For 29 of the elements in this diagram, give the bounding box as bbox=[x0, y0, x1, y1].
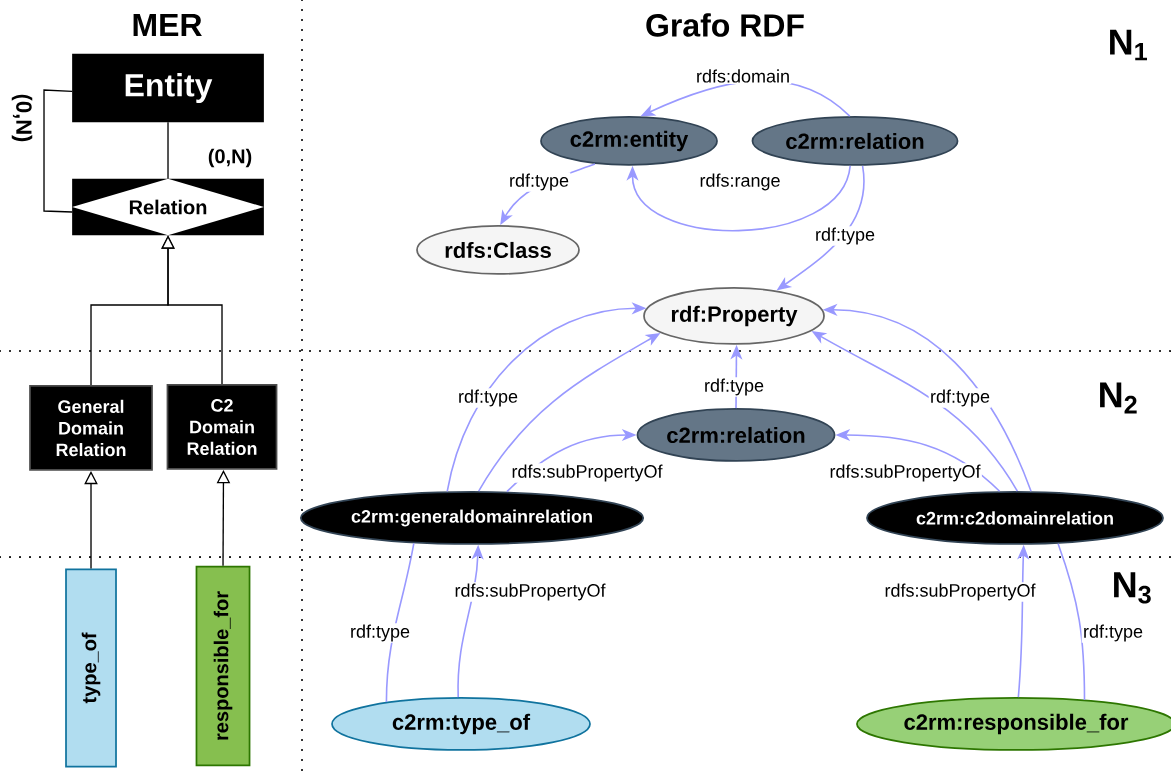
edge-label: rdf:type bbox=[928, 388, 992, 408]
edge-label: rdfs:subPropertyOf bbox=[510, 463, 664, 483]
edge-label: rdf:type bbox=[1081, 623, 1145, 643]
edge-label: rdf:type bbox=[507, 172, 571, 192]
edge-label: rdf:type bbox=[456, 388, 520, 408]
edge-label: rdfs:range bbox=[698, 172, 782, 192]
heading: Grafo RDF bbox=[646, 13, 804, 37]
entity-box: Entity bbox=[72, 53, 264, 123]
attribute-box: type_of bbox=[65, 568, 117, 768]
edge-label: rdf:type bbox=[348, 623, 412, 643]
level-label: N$_{1}$ bbox=[1110, 29, 1147, 61]
edge-label: rdfs:subPropertyOf bbox=[883, 582, 1037, 602]
connector-line bbox=[385, 542, 415, 703]
edge-label: rdfs:subPropertyOf bbox=[453, 582, 607, 602]
edge-label: (0,N) bbox=[206, 147, 254, 169]
edge-label: rdf:type bbox=[702, 377, 766, 397]
edge-label: rdfs:domain bbox=[694, 68, 792, 84]
connector-line bbox=[43, 89, 73, 213]
connector-line bbox=[1057, 543, 1086, 701]
relation-box: C2 Domain Relation bbox=[166, 384, 278, 470]
edge-label: rdf:type bbox=[813, 226, 877, 246]
edge-label: rdfs:subPropertyOf bbox=[828, 463, 982, 483]
attribute-box: responsible_for bbox=[195, 565, 251, 767]
relation-box: General Domain Relation bbox=[29, 385, 153, 471]
level-label: N$_{2}$ bbox=[1100, 382, 1137, 414]
arrow bbox=[626, 165, 851, 232]
edge-label: (0,N) bbox=[10, 92, 34, 144]
level-label: N$_{3}$ bbox=[1114, 572, 1151, 604]
connector-line bbox=[167, 121, 169, 180]
